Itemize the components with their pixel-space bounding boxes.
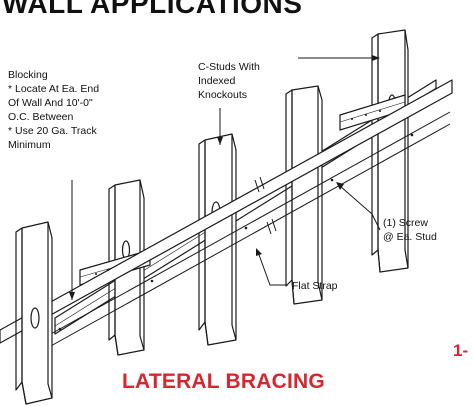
diagram-title: LATERAL BRACING <box>122 370 325 393</box>
screw-callout-line-1: (1) Screw <box>383 217 428 229</box>
flat-strap-callout: Flat Strap <box>292 280 338 292</box>
screw-callout: (1) Screw @ Ea. Stud <box>383 216 437 244</box>
c-stud-1 <box>15 221 53 405</box>
blocking-callout-line-2: * Locate At Ea. End <box>8 83 100 95</box>
flat-strap <box>0 79 453 353</box>
blocking-callout-line-1: Blocking <box>8 69 48 81</box>
c-studs-callout: C-Studs With Indexed Knockouts <box>198 60 260 102</box>
blocking-callout-line-4: O.C. Between <box>8 111 74 123</box>
leader-lines <box>69 55 381 300</box>
blocking-callout-line-5: * Use 20 Ga. Track <box>8 125 97 137</box>
c-studs-callout-line-1: C-Studs With <box>198 61 260 73</box>
c-studs-callout-line-3: Knockouts <box>198 89 248 101</box>
screw-dots <box>58 110 414 331</box>
blocking-callout-line-3: Of Wall And 10'-0" <box>8 97 93 109</box>
blocking-callout: Blocking * Locate At Ea. End Of Wall And… <box>8 68 99 152</box>
page-header: WALL APPLICATIONS <box>2 0 303 19</box>
break-marks <box>254 176 277 235</box>
blocking-callout-line-6: Minimum <box>8 139 51 151</box>
c-studs-callout-line-2: Indexed <box>198 75 236 87</box>
cutoff-edge-text: 1- <box>453 341 469 360</box>
c-stud-3 <box>198 133 237 346</box>
c-stud-4 <box>285 85 323 305</box>
screw-callout-line-2: @ Ea. Stud <box>383 231 437 243</box>
